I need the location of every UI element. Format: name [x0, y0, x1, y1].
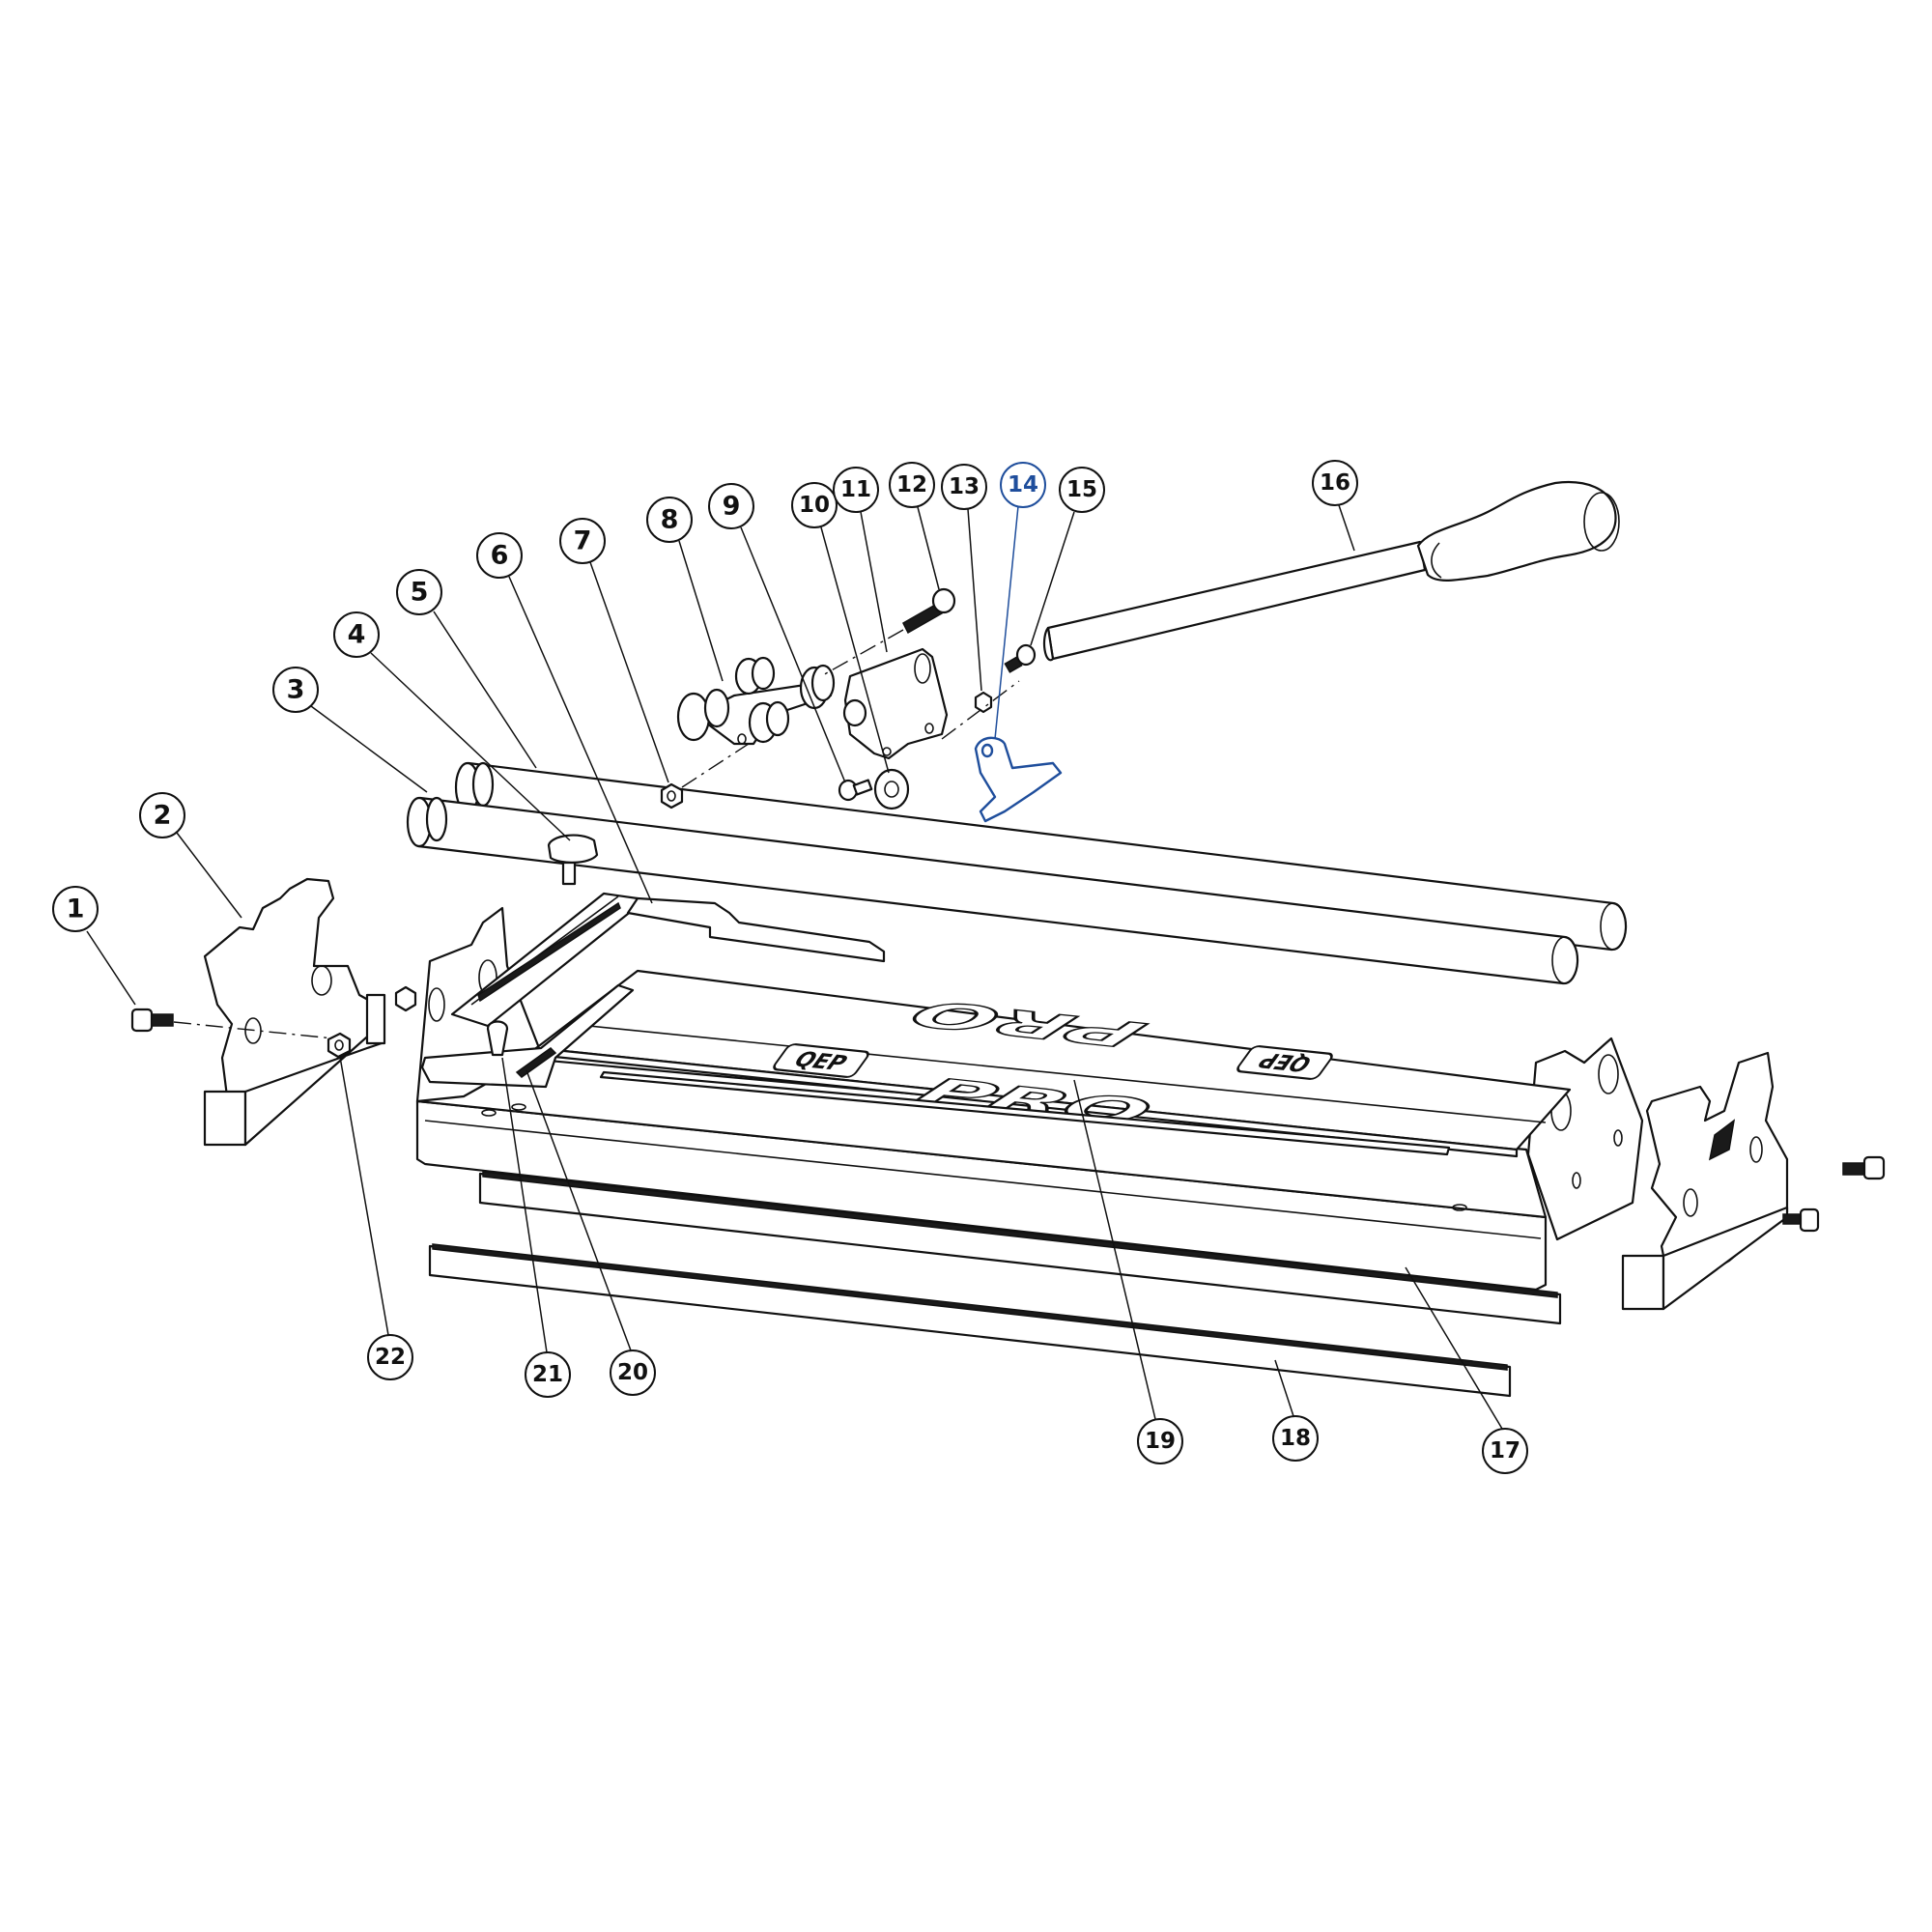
callout-6[interactable]: 6 [476, 532, 523, 579]
callout-8[interactable]: 8 [646, 497, 693, 543]
callout-17[interactable]: 17 [1482, 1428, 1528, 1474]
svg-text:18: 18 [1280, 1426, 1311, 1451]
svg-text:13: 13 [949, 474, 980, 499]
rubber-strip-lower[interactable] [428, 1243, 1512, 1398]
svg-text:20: 20 [617, 1360, 648, 1385]
angle-fence[interactable] [450, 892, 886, 1028]
svg-text:6: 6 [491, 541, 509, 571]
handle-screw[interactable] [1004, 643, 1037, 673]
breaker-foot[interactable] [974, 736, 1063, 823]
callout-9[interactable]: 9 [708, 483, 754, 529]
callout-balloons: 1 2 3 4 5 6 7 8 9 10 11 12 13 14 15 16 1… [52, 460, 1528, 1474]
pivot-bolt[interactable] [902, 587, 956, 635]
cap-screw-right-upper[interactable] [1842, 1155, 1886, 1180]
carriage-nut[interactable] [660, 782, 684, 810]
scoring-wheel[interactable] [873, 768, 910, 810]
bolt-axis [820, 629, 904, 677]
screw-axis-left [173, 1021, 334, 1039]
svg-text:2: 2 [154, 801, 172, 831]
callout-12[interactable]: 12 [889, 462, 935, 508]
svg-text:8: 8 [661, 505, 679, 535]
svg-text:5: 5 [411, 578, 429, 608]
svg-text:3: 3 [287, 675, 305, 705]
callout-15[interactable]: 15 [1059, 467, 1105, 513]
callout-21[interactable]: 21 [525, 1351, 571, 1398]
callout-7[interactable]: 7 [559, 518, 606, 564]
svg-text:16: 16 [1320, 470, 1350, 496]
callout-4[interactable]: 4 [333, 611, 380, 658]
qep-logo-left: QEP [773, 1043, 869, 1078]
svg-text:22: 22 [375, 1345, 406, 1370]
callout-5[interactable]: 5 [396, 569, 442, 615]
fence-lock-knob[interactable] [547, 834, 599, 886]
svg-text:12: 12 [896, 472, 927, 497]
callout-20[interactable]: 20 [610, 1350, 656, 1396]
scoring-wheel-holder[interactable] [842, 647, 949, 760]
callout-18[interactable]: 18 [1272, 1415, 1319, 1462]
callout-16[interactable]: 16 [1312, 460, 1358, 506]
right-end-cap[interactable] [1621, 1051, 1789, 1311]
left-end-cap[interactable] [203, 877, 386, 1147]
breaking-handle[interactable] [1042, 481, 1620, 662]
carriage-frame[interactable] [676, 656, 836, 746]
callout-1[interactable]: 1 [52, 886, 99, 932]
svg-text:15: 15 [1066, 477, 1097, 502]
breaker-bar[interactable] [599, 1070, 1451, 1156]
callout-2[interactable]: 2 [139, 792, 185, 838]
side-guide[interactable] [420, 983, 635, 1089]
hex-nut-left[interactable] [327, 1032, 352, 1059]
callout-10[interactable]: 10 [791, 482, 838, 528]
ruler-scale [477, 901, 621, 1003]
svg-text:19: 19 [1145, 1429, 1176, 1454]
cap-screw-left[interactable] [130, 1008, 174, 1033]
callout-3[interactable]: 3 [272, 667, 319, 713]
wheel-axle-screw[interactable] [838, 779, 873, 802]
svg-text:11: 11 [840, 477, 871, 502]
handle-nut[interactable] [974, 691, 993, 714]
svg-text:9: 9 [723, 492, 741, 522]
svg-text:7: 7 [574, 526, 592, 556]
callout-13[interactable]: 13 [941, 464, 987, 510]
svg-text:10: 10 [799, 493, 830, 518]
handle-axis [941, 680, 1020, 740]
svg-text:17: 17 [1490, 1438, 1520, 1463]
svg-text:1: 1 [67, 895, 85, 924]
guide-rail-front[interactable] [406, 796, 1579, 985]
qep-logo-right: QEP [1236, 1045, 1333, 1080]
locating-pin[interactable] [486, 1020, 509, 1057]
svg-text:14: 14 [1008, 472, 1038, 497]
callout-11[interactable]: 11 [833, 467, 879, 513]
rubber-strip-upper[interactable] [478, 1171, 1562, 1325]
callout-19[interactable]: 19 [1137, 1418, 1183, 1464]
hex-nut-loose[interactable] [394, 985, 417, 1012]
callout-14[interactable]: 14 [1000, 462, 1046, 508]
callout-22[interactable]: 22 [367, 1334, 413, 1380]
carriage-axis-1 [681, 741, 753, 788]
guide-rail-rear[interactable] [454, 761, 1628, 952]
svg-text:4: 4 [348, 620, 366, 650]
svg-text:21: 21 [532, 1362, 563, 1387]
leader-lines [86, 504, 1503, 1430]
cap-screw-right-lower[interactable] [1782, 1208, 1820, 1233]
